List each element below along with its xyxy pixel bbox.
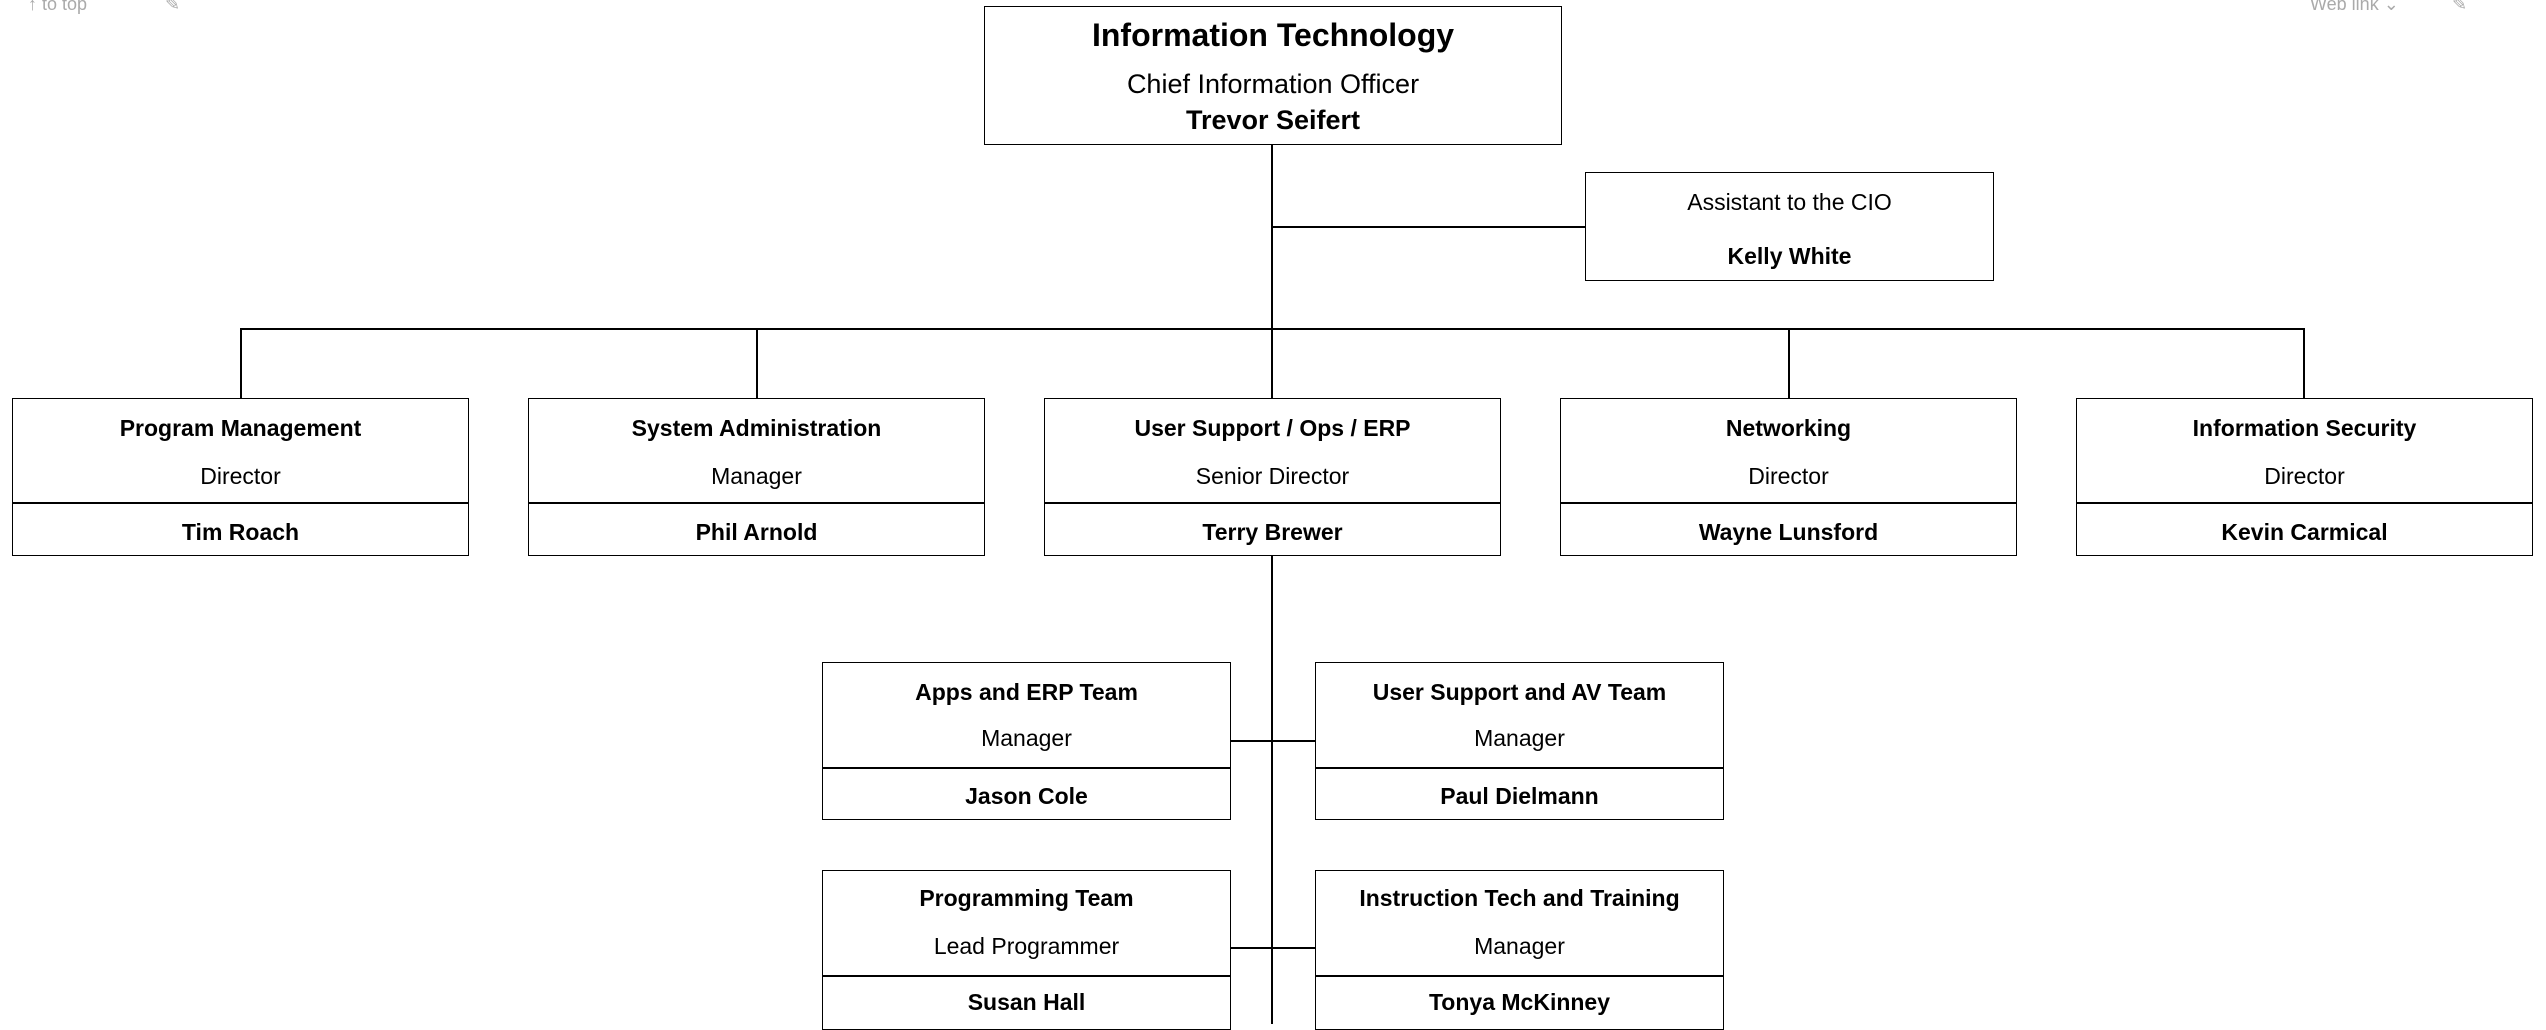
chevron-down-icon: ⌄	[2383, 0, 2399, 14]
org-box-information-security: Information Security Director Kevin Carm…	[2076, 398, 2533, 556]
divider	[2077, 502, 2532, 504]
org-box-networking: Networking Director Wayne Lunsford	[1560, 398, 2017, 556]
connector-line	[1230, 740, 1316, 742]
job-title: Manager	[1474, 933, 1565, 959]
job-title: Director	[2264, 463, 2345, 489]
person-name: Phil Arnold	[695, 519, 818, 545]
connector-line	[756, 328, 758, 398]
connector-line	[2303, 328, 2305, 398]
org-box-user-support-ops-erp: User Support / Ops / ERP Senior Director…	[1044, 398, 1501, 556]
job-title: Chief Information Officer	[1126, 69, 1420, 99]
department-label: User Support / Ops / ERP	[1134, 415, 1411, 441]
divider	[13, 502, 468, 504]
org-box-instruction-tech-training: Instruction Tech and Training Manager To…	[1315, 870, 1724, 1030]
to-top-link[interactable]: ↑ to top	[28, 0, 87, 15]
divider	[1561, 502, 2016, 504]
person-name: Tim Roach	[181, 519, 300, 545]
divider	[823, 767, 1230, 769]
person-name: Kelly White	[1727, 243, 1852, 269]
connector-line	[1271, 328, 1273, 398]
org-box-program-management: Program Management Director Tim Roach	[12, 398, 469, 556]
job-title: Manager	[711, 463, 802, 489]
org-box-cio: Information Technology Chief Information…	[984, 6, 1562, 145]
arrow-up-icon: ↑	[28, 0, 37, 14]
department-label: Information Technology	[1091, 17, 1455, 53]
divider	[823, 975, 1230, 977]
person-name: Jason Cole	[965, 783, 1088, 809]
web-link[interactable]: Web link ⌄	[2310, 0, 2399, 15]
job-title: Assistant to the CIO	[1687, 189, 1892, 215]
divider	[1045, 502, 1500, 504]
person-name: Paul Dielmann	[1440, 783, 1599, 809]
divider	[1316, 975, 1723, 977]
job-title: Senior Director	[1195, 463, 1350, 489]
connector-line	[1788, 328, 1790, 398]
edit-icon[interactable]: ✎	[2452, 0, 2468, 14]
connector-line	[1271, 144, 1273, 329]
divider	[529, 502, 984, 504]
person-name: Tonya McKinney	[1428, 989, 1611, 1015]
department-label: User Support and AV Team	[1372, 679, 1667, 705]
person-name: Kevin Carmical	[2221, 519, 2388, 545]
person-name: Trevor Seifert	[1185, 105, 1361, 135]
connector-line	[1271, 555, 1273, 1024]
department-label: Networking	[1725, 415, 1852, 441]
org-box-system-administration: System Administration Manager Phil Arnol…	[528, 398, 985, 556]
connector-line	[1271, 226, 1586, 228]
department-label: Apps and ERP Team	[915, 679, 1138, 705]
person-name: Susan Hall	[967, 989, 1086, 1015]
job-title: Manager	[1474, 725, 1565, 751]
edit-icon[interactable]: ✎	[165, 0, 181, 14]
department-label: System Administration	[631, 415, 882, 441]
job-title: Manager	[981, 725, 1072, 751]
org-box-apps-erp-team: Apps and ERP Team Manager Jason Cole	[822, 662, 1231, 820]
person-name: Wayne Lunsford	[1698, 519, 1879, 545]
department-label: Programming Team	[919, 885, 1134, 911]
org-box-user-support-av-team: User Support and AV Team Manager Paul Di…	[1315, 662, 1724, 820]
job-title: Director	[1748, 463, 1829, 489]
job-title: Director	[200, 463, 281, 489]
department-label: Instruction Tech and Training	[1359, 885, 1680, 911]
job-title: Lead Programmer	[933, 933, 1120, 959]
divider	[1316, 767, 1723, 769]
department-label: Information Security	[2192, 415, 2417, 441]
connector-line	[1230, 947, 1316, 949]
department-label: Program Management	[119, 415, 362, 441]
org-box-assistant: Assistant to the CIO Kelly White	[1585, 172, 1994, 281]
connector-line	[240, 328, 242, 398]
person-name: Terry Brewer	[1202, 519, 1343, 545]
org-box-programming-team: Programming Team Lead Programmer Susan H…	[822, 870, 1231, 1030]
